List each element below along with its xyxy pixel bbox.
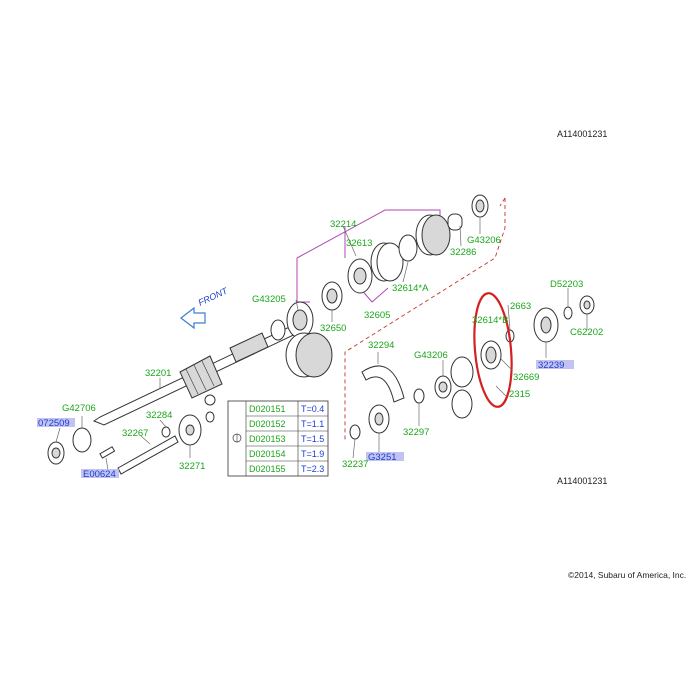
bearing-072509	[47, 441, 65, 465]
gear-g42706	[72, 427, 92, 453]
label-32297: 32297	[403, 427, 429, 438]
label-2663: 2663	[510, 301, 531, 312]
gear-lower-right	[450, 356, 474, 419]
label-g43206-top: G43206	[467, 235, 501, 246]
table-thickness-3: T=1.5	[301, 434, 324, 444]
gear-large-top	[415, 214, 451, 256]
synchro-sleeve	[370, 242, 404, 282]
label-072509: 072509	[38, 418, 70, 429]
dashed-outline-tip	[499, 197, 506, 207]
ring-32284	[161, 426, 171, 438]
highlight-072509	[37, 418, 75, 427]
ref-code-bottom: A114001231	[557, 476, 607, 486]
bracket-32605	[359, 287, 389, 303]
label-32271: 32271	[179, 461, 205, 472]
bearing-32614b	[480, 340, 502, 370]
highlight-32239	[536, 360, 574, 369]
label-32284: 32284	[146, 410, 172, 421]
leader-e00624	[105, 457, 109, 471]
gear-lower-pair	[285, 332, 333, 378]
label-32214: 32214	[330, 219, 356, 230]
label-d52203: D52203	[550, 279, 583, 290]
table-thickness-5: T=2.3	[301, 464, 324, 474]
label-32286: 32286	[450, 247, 476, 258]
highlight-e00624	[81, 469, 119, 478]
washer-32237	[349, 424, 361, 440]
gear-32239	[533, 307, 559, 343]
shim-table	[227, 400, 329, 477]
table-part-4: D020154	[249, 449, 286, 459]
label-32669: 32669	[513, 372, 539, 383]
collar-32286	[447, 213, 463, 231]
label-32614a: 32614*A	[392, 283, 429, 294]
cover-32294	[361, 365, 405, 403]
label-32650: 32650	[320, 323, 346, 334]
label-g42706: G42706	[62, 403, 96, 414]
highlight-circle	[473, 292, 513, 408]
front-arrow-icon	[180, 306, 206, 330]
table-thickness-4: T=1.9	[301, 449, 324, 459]
label-32614b: 32614*B	[472, 315, 508, 326]
leader-g43205	[295, 299, 299, 311]
table-part-1: D020151	[249, 404, 286, 414]
leader-32286	[459, 225, 462, 247]
table-thickness-2: T=1.1	[301, 419, 324, 429]
gear-32650	[321, 281, 343, 311]
bearing-g43206-mid	[434, 375, 452, 399]
shaft-bearing	[286, 301, 314, 339]
gear-g3251	[368, 404, 390, 434]
leader-32613	[342, 225, 357, 257]
label-32613: 32613	[346, 238, 372, 249]
label-g3251: G3251	[368, 452, 397, 463]
bearing-g43206-top	[471, 194, 489, 218]
label-2315: 2315	[509, 389, 530, 400]
label-g43205: G43205	[252, 294, 286, 305]
synchro-hub	[347, 258, 373, 294]
highlight-g3251	[366, 452, 404, 461]
label-32294: 32294	[368, 340, 394, 351]
part-32297	[413, 388, 425, 404]
table-part-5: D020155	[249, 464, 286, 474]
label-32267: 32267	[122, 428, 148, 439]
leader-2663	[507, 304, 511, 331]
label-c62202: C62202	[570, 327, 603, 338]
gear-32271	[178, 414, 202, 446]
label-g43206-mid: G43206	[414, 350, 448, 361]
gear-32614a	[398, 234, 418, 262]
leader-32284	[159, 419, 167, 428]
washer-d52203	[563, 306, 573, 320]
label-e00624: E00624	[83, 469, 116, 480]
table-part-3: D020153	[249, 434, 286, 444]
label-32237: 32237	[342, 459, 368, 470]
leader-072509	[55, 427, 61, 443]
label-32239: 32239	[538, 360, 564, 371]
main-shaft	[92, 319, 305, 426]
label-32605: 32605	[364, 310, 390, 321]
leader-32614a	[402, 261, 409, 283]
label-32201: 32201	[145, 368, 171, 379]
table-part-2: D020152	[249, 419, 286, 429]
small-ring	[204, 394, 216, 423]
dashed-outline	[344, 198, 506, 442]
leader-2315	[495, 385, 507, 397]
copyright: ©2014, Subaru of America, Inc.	[568, 570, 686, 580]
table-thickness-1: T=0.4	[301, 404, 324, 414]
leader-32237	[352, 438, 356, 459]
leader-32669	[499, 357, 513, 371]
shaft-32267	[99, 435, 179, 475]
leader-32267	[140, 435, 151, 445]
ref-code-top: A114001231	[557, 129, 607, 139]
front-label: FRONT	[197, 285, 231, 308]
nut-c62202	[579, 295, 595, 315]
